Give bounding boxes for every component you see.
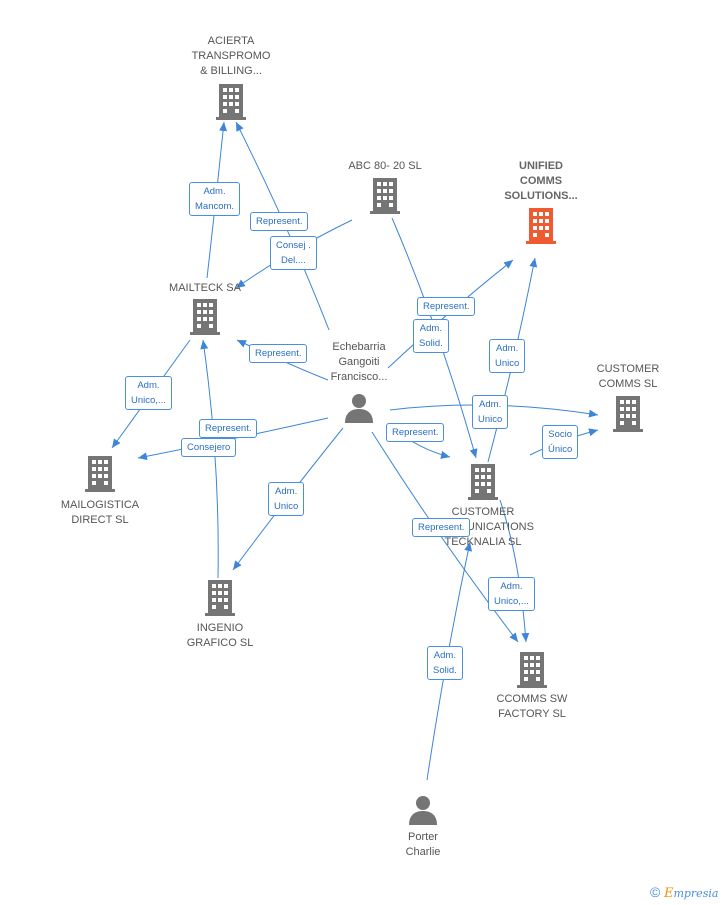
edge-label-adm-solid-abc[interactable]: Adm. Solid.: [413, 319, 449, 353]
building-icon: [216, 84, 246, 120]
edge-label-adm-unico-unified[interactable]: Adm. Unico: [489, 339, 526, 373]
edge-label-adm-mancom[interactable]: Adm. Mancom.: [189, 182, 241, 216]
node-label: ACIERTA TRANSPROMO & BILLING...: [191, 35, 271, 77]
edge-label-adm-unico-ingenio[interactable]: Adm. Unico: [268, 482, 305, 516]
edge-label-represent-mailteck[interactable]: Represent.: [249, 344, 308, 363]
edge-label-consejero[interactable]: Consejero: [181, 438, 237, 457]
edge-label-represent-unified[interactable]: Represent.: [417, 297, 476, 316]
edge-label-adm-unico-mailogistica[interactable]: Adm. Unico,...: [125, 376, 172, 410]
building-icon: [468, 464, 498, 500]
node-label: CCOMMS SW FACTORY SL: [496, 693, 568, 720]
edge-label-represent-tecknalia[interactable]: Represent.: [386, 423, 445, 442]
edge-label-adm-unico-ccomms[interactable]: Adm. Unico,...: [488, 577, 535, 611]
building-icon: [190, 299, 220, 335]
node-label: Echebarria Gangoiti Francisco...: [330, 341, 388, 383]
edge-ingenio-mailteck: [200, 339, 219, 579]
edge-echebarria-ccomms: [371, 431, 519, 643]
edge-label-represent-mailogistica[interactable]: Represent.: [199, 419, 258, 438]
edge-tecknalia-ccomms: [499, 499, 530, 643]
node-label: Porter Charlie: [405, 831, 441, 858]
node-label: INGENIO GRAFICO SL: [186, 622, 254, 649]
node-label: UNIFIED COMMS SOLUTIONS...: [504, 160, 578, 202]
edge-label-represent-acierta[interactable]: Represent.: [250, 212, 309, 231]
brand-initial: E: [663, 886, 674, 901]
person-icon: [409, 796, 437, 825]
edge-label-socio-unico[interactable]: Socio Único: [542, 425, 579, 459]
edge-label-represent-ccomms[interactable]: Represent.: [412, 518, 471, 537]
node-label: CUSTOMER COMMS SL: [596, 363, 660, 390]
brand-name: mpresia: [673, 887, 719, 900]
edge-label-adm-solid-porter[interactable]: Adm. Solid.: [427, 646, 463, 680]
edge-label-adm-unico-customer-comms[interactable]: Adm. Unico: [472, 395, 509, 429]
person-icon: [345, 394, 373, 423]
building-icon: [85, 456, 115, 492]
node-label: MAILOGISTICA DIRECT SL: [60, 499, 140, 526]
building-icon: [517, 652, 547, 688]
edge-label-consej-del[interactable]: Consej . Del....: [270, 236, 317, 270]
copyright-symbol: ©: [650, 884, 661, 900]
building-icon: [613, 396, 643, 432]
building-icon: [205, 580, 235, 616]
building-icon: [370, 178, 400, 214]
node-label: MAILTECK SA: [169, 282, 241, 294]
building-icon: [526, 208, 556, 244]
brand-logo[interactable]: © Empresia: [650, 884, 718, 901]
node-label: ABC 80- 20 SL: [348, 160, 422, 172]
